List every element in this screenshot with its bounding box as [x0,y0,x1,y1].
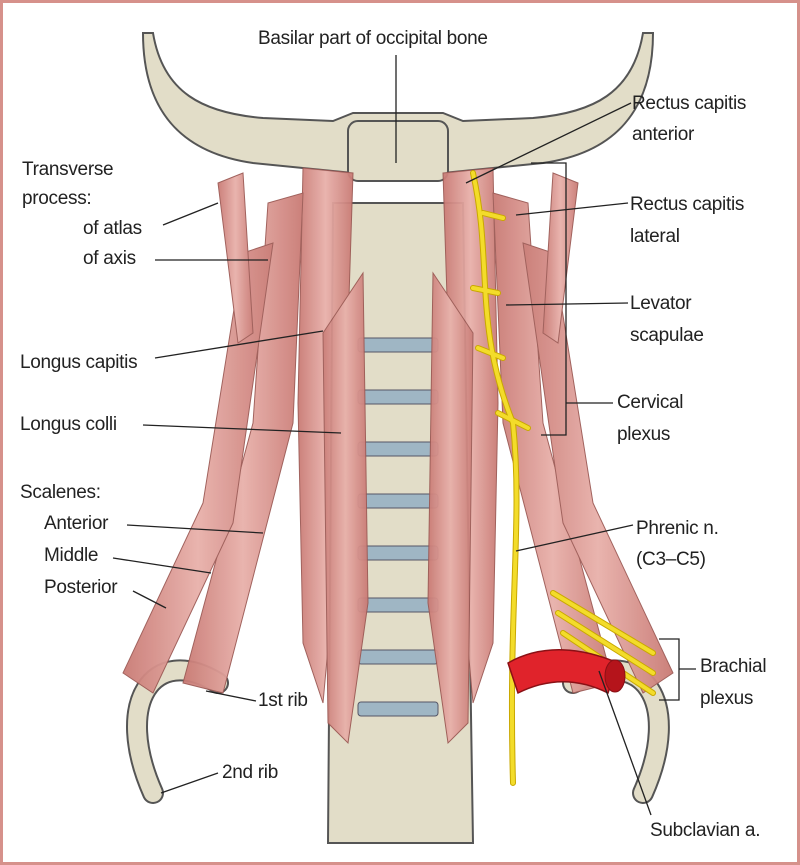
label-of-axis: of axis [83,248,136,269]
occipital-bone [141,32,655,182]
label-levator-2: scapulae [630,325,704,346]
label-transverse-2: process: [22,188,92,209]
label-rectus-lateral-1: Rectus capitis [630,194,745,215]
label-cervical-1: Cervical [617,392,684,413]
muscles [122,167,674,745]
label-rectus-anterior-2: anterior [632,124,695,145]
label-subclavian: Subclavian a. [650,820,761,841]
intervertebral-disc [357,441,439,457]
label-phrenic-1: Phrenic n. [636,518,719,539]
intervertebral-disc [357,597,439,613]
illustration [112,32,696,844]
label-rectus-anterior-1: Rectus capitis [632,93,747,114]
intervertebral-disc [357,389,439,405]
label-posterior: Posterior [44,577,118,598]
label-brachial-2: plexus [700,688,754,709]
subclavian-artery [507,649,626,695]
label-of-atlas: of atlas [83,218,142,239]
label-brachial-1: Brachial [700,656,767,677]
label-cervical-2: plexus [617,424,671,445]
label-rectus-lateral-2: lateral [630,226,680,247]
label-second-rib: 2nd rib [222,762,278,783]
intervertebral-disc [357,701,439,717]
label-levator-1: Levator [630,293,692,314]
label-longus-capitis: Longus capitis [20,352,138,373]
intervertebral-disc [357,337,439,353]
label-longus-colli: Longus colli [20,414,117,435]
label-transverse-1: Transverse [22,159,114,180]
intervertebral-disc [357,649,439,665]
label-phrenic-2: (C3–C5) [636,549,706,570]
intervertebral-disc [357,493,439,509]
label-scalenes: Scalenes: [20,482,101,503]
label-first-rib: 1st rib [258,690,308,711]
label-anterior: Anterior [44,513,109,534]
label-basilar: Basilar part of occipital bone [258,28,488,49]
intervertebral-disc [357,545,439,561]
leader-lines [112,55,696,816]
label-middle: Middle [44,545,99,566]
